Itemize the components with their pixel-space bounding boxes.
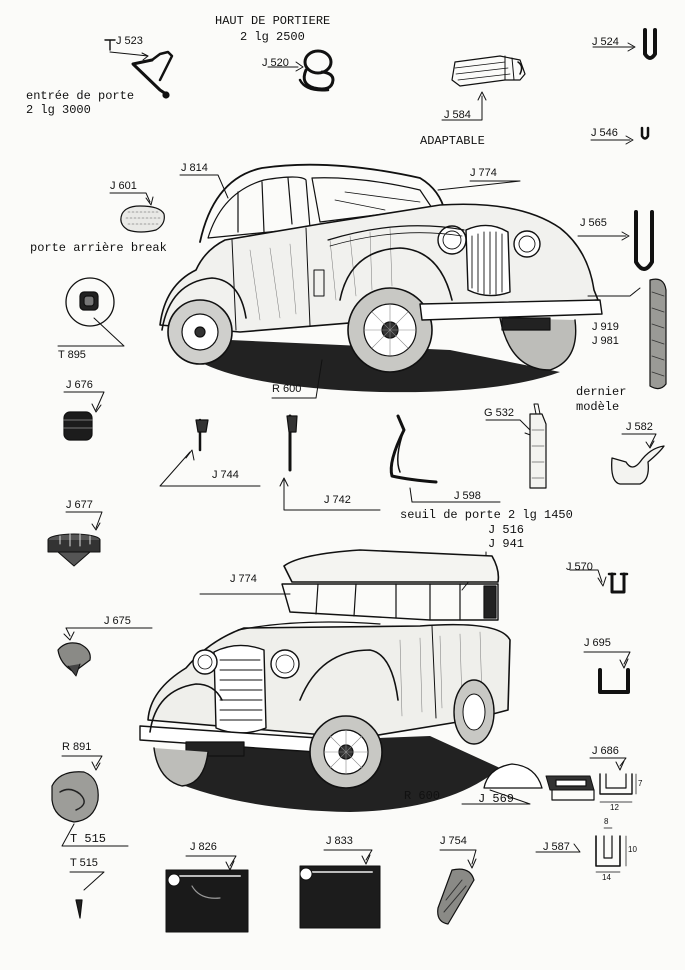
part-label-t515-b: T 515	[70, 857, 98, 869]
j676-plug-drawing	[63, 391, 105, 441]
part-label-j570: J 570	[566, 561, 593, 573]
saloon-car-drawing	[159, 163, 641, 399]
part-label-j675: J 675	[104, 615, 131, 627]
j546-seal-drawing	[590, 126, 650, 145]
dernier-caption: dernier	[576, 385, 627, 399]
haut-de-portiere-length: 2 lg 2500	[240, 30, 305, 44]
part-label-j569: J 569	[478, 792, 515, 806]
part-label-j826: J 826	[190, 841, 217, 853]
j677-plug-drawing	[47, 511, 103, 567]
j523-seal-drawing	[104, 39, 174, 99]
part-label-j774-top: J 774	[470, 167, 497, 179]
j695-channel-drawing	[583, 651, 631, 694]
part-label-j981: J 981	[592, 335, 619, 347]
part-label-g532: G 532	[484, 407, 514, 419]
t895-grommet-drawing	[57, 277, 125, 347]
part-label-j833: J 833	[326, 835, 353, 847]
part-label-j524: J 524	[592, 36, 619, 48]
j598-sill-drawing	[389, 414, 501, 503]
haut-de-portiere-caption: HAUT DE PORTIERE	[215, 14, 331, 28]
part-label-j686: J 686	[592, 745, 619, 757]
j833-strip-drawing	[299, 849, 381, 929]
r891-grommet-drawing	[51, 755, 129, 847]
j754-clip-drawing	[437, 849, 477, 925]
part-label-t895: T 895	[58, 349, 86, 361]
part-label-j520: J 520	[262, 57, 289, 69]
j686-width-dim: 12	[610, 803, 619, 812]
modele-caption: modèle	[576, 400, 620, 414]
j582-profile-drawing	[611, 433, 665, 485]
part-label-j523: J 523	[116, 35, 143, 47]
j675-plug-drawing	[57, 627, 153, 677]
seuil-de-porte-caption: seuil de porte 2 lg 1450	[400, 508, 573, 522]
adaptable-caption: ADAPTABLE	[420, 134, 485, 148]
porte-arriere-break-caption: porte arrière break	[30, 241, 167, 255]
j826-strip-drawing	[165, 855, 249, 933]
g532-block-drawing	[485, 403, 547, 489]
part-label-j584: J 584	[444, 109, 471, 121]
part-label-j774-bottom: J 774	[230, 573, 257, 585]
part-label-j676: J 676	[66, 379, 93, 391]
j919-strip-drawing	[649, 278, 667, 390]
j584-profile-drawing	[441, 55, 526, 121]
t515-pin-drawing	[69, 871, 105, 919]
part-label-j601: J 601	[110, 180, 137, 192]
j686-height-dim: 7	[638, 779, 643, 788]
part-label-j919: J 919	[592, 321, 619, 333]
j742-clip-drawing	[279, 414, 381, 511]
part-label-j598: J 598	[454, 490, 481, 502]
j587-thickness-dim: 8	[604, 817, 609, 826]
part-label-j677: J 677	[66, 499, 93, 511]
j601-pad-drawing	[109, 192, 165, 233]
j565-seal-drawing	[577, 210, 654, 271]
part-label-j516: J 516	[488, 523, 525, 537]
j744-clip-drawing	[159, 418, 261, 487]
break-car-drawing	[139, 549, 511, 812]
entree-de-porte-length: 2 lg 3000	[26, 103, 91, 117]
part-label-t515-a: T 515	[70, 832, 107, 846]
j520-seal-drawing	[267, 49, 335, 92]
part-label-j546: J 546	[591, 127, 618, 139]
j686-profile-drawing	[545, 757, 637, 803]
part-label-j754: J 754	[440, 835, 467, 847]
j587-width-dim: 14	[602, 873, 611, 882]
part-label-j744: J 744	[212, 469, 239, 481]
part-label-r600-bottom: R 600	[404, 789, 441, 803]
part-label-j695: J 695	[584, 637, 611, 649]
entree-de-porte-caption: entrée de porte	[26, 89, 135, 103]
part-label-j742: J 742	[324, 494, 351, 506]
part-label-j565: J 565	[580, 217, 607, 229]
j569-dome-drawing	[461, 763, 543, 805]
part-label-r891: R 891	[62, 741, 92, 753]
j570-seal-drawing	[569, 569, 629, 594]
j524-seal-drawing	[592, 28, 657, 60]
part-label-j582: J 582	[626, 421, 653, 433]
j587-profile-drawing	[535, 827, 627, 873]
part-label-r600-top: R 600	[272, 383, 302, 395]
j587-height-dim: 10	[628, 845, 637, 854]
part-label-j587: J 587	[543, 841, 570, 853]
part-label-j941: J 941	[488, 537, 525, 551]
part-label-j814: J 814	[181, 162, 208, 174]
